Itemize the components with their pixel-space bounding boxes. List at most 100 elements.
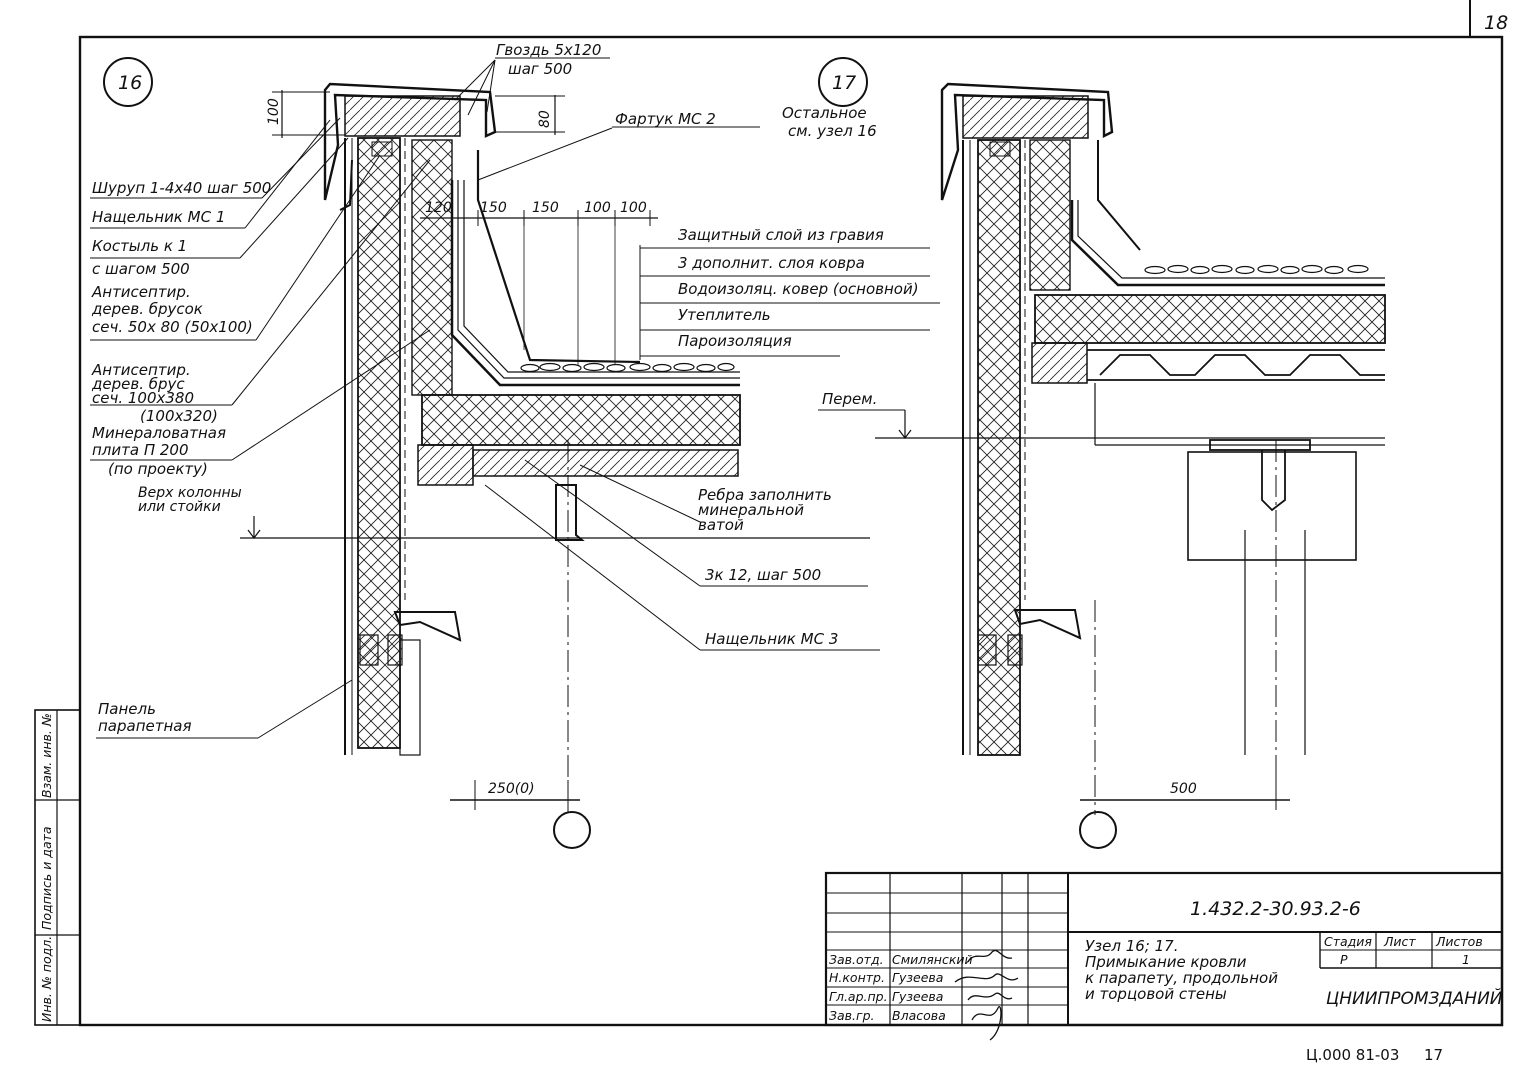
label-bar2-l1: Антисептир. [91,361,191,379]
node-17-number: 17 [832,72,856,94]
node-16: 16 [90,41,940,849]
label-bar2-l2: дерев. брус [91,375,185,393]
signature-2 [967,992,1013,1001]
label-batten3: Нащельник МС 3 [705,630,838,648]
label-panel-l2: парапетная [98,717,192,735]
axis-bubble-16 [553,811,591,849]
signature-0 [967,949,1013,963]
label-bar1-l3: сеч. 50х 80 (50х100) [92,318,253,336]
column-head-17 [1187,451,1357,561]
dim-80: 80 [537,110,553,128]
doc-desc-l3: к парапету, продольной [1085,969,1278,987]
roof-insulation-17 [1034,294,1386,344]
label-bar1-l2: дерев. брусок [91,300,203,318]
stage-value: Р [1340,952,1348,967]
side-cell-sign: Подпись и дата [39,826,54,930]
sheet-header: Лист [1383,934,1416,949]
signature-3 [971,1006,1002,1041]
dim-100-top: 100 [266,98,282,125]
node-16-number: 16 [118,72,142,94]
doc-desc-l4: и торцовой стены [1085,985,1227,1003]
label-apron: Фартук МС 2 [615,110,716,128]
label-bar2-l4: (100х320) [140,407,218,425]
name-0: Смилянский [892,952,973,967]
stage-header: Стадия [1324,934,1372,949]
mineral-wool-strip-17 [1029,139,1071,291]
label-mineral-l1: Минераловатная [92,424,226,442]
note-rest-l1: Остальное [782,104,867,122]
label-step3: 3к 12, шаг 500 [705,566,821,584]
roof-insulation [421,394,741,446]
label-screw: Шуруп 1-4х40 шаг 500 [92,179,271,197]
steel-beam [555,484,585,541]
layer-extra-carpet: 3 дополнит. слоя ковра [678,254,865,272]
doc-code: 1.432.2-30.93.2-6 [1190,898,1361,920]
role-2: Гл.ар.пр. [829,989,888,1004]
bottom-bracket [393,611,462,642]
axis-bubble-17 [1079,811,1117,849]
mineral-wool-strip [411,139,453,396]
lower-wall [399,639,421,756]
label-mineral-l2: плита П 200 [92,441,189,459]
sheets-value: 1 [1462,952,1470,967]
wooden-bar-lower-17 [1031,342,1088,384]
name-1: Гузеева [892,970,943,985]
label-panel-l1: Панель [98,700,156,718]
side-strip: Взам. инв. № Подпись и дата Инв. № подл. [34,709,81,1026]
side-cell-replace: Взам. инв. № [39,713,54,798]
title-block: 1.432.2-30.93.2-6 Узел 16; 17. Примыкани… [824,871,1504,1041]
label-batten1: Нащельник МС 1 [92,208,225,226]
sheet-corner-number: 18 [1484,12,1508,34]
label-nail: Гвоздь 5х120 [496,41,601,59]
cap-flashing [323,82,497,201]
sheet-frame [78,35,1504,1027]
layer-list: Защитный слой из гравия 3 дополнит. слоя… [639,226,940,360]
doc-desc-l1: Узел 16; 17. [1085,937,1178,955]
signature-1 [954,973,1019,983]
name-2: Гузеева [892,989,943,1004]
dim-120: 120 [425,200,452,216]
label-nail-step: шаг 500 [508,60,572,78]
label-ribs-l2: минеральной [698,501,804,519]
bottom-bracket-17 [1013,609,1082,640]
label-bar1-l1: Антисептир. [91,283,191,301]
label-crutch: Костыль к 1 [92,237,187,255]
note-rest-l2: см. узел 16 [788,122,877,140]
label-ribs-l1: Ребра заполнить [698,486,832,504]
layer-vapor: Пароизоляция [678,332,792,350]
dim-150-b: 150 [532,200,559,216]
profiled-deck-17 [1087,349,1385,381]
doc-desc-l2: Примыкание кровли [1085,953,1247,971]
label-column-l2: или стойки [138,499,221,515]
bottom-code: Ц.000 81-03 [1306,1046,1399,1064]
gravel-layer-17 [1144,264,1369,275]
dim-150-a: 150 [480,200,507,216]
steel-deck [472,449,739,477]
side-cell-inv: Инв. № подл. [39,936,54,1022]
label-ribs-l3: ватой [698,516,744,534]
dim-500: 500 [1170,781,1197,797]
bottom-page: 17 [1424,1046,1443,1064]
role-3: Зав.гр. [829,1008,875,1023]
cap-flashing-17 [940,82,1114,201]
dim-100-c: 100 [620,200,647,216]
label-crutch-step: с шагом 500 [92,260,190,278]
sheets-header: Листов [1435,934,1483,949]
gravel-layer [520,362,735,373]
node-16-marker [103,57,153,107]
layer-gravel: Защитный слой из гравия [678,226,884,244]
beam-cap-17 [1209,439,1311,451]
layer-insulation: Утеплитель [678,306,771,324]
label-mineral-l3: (по проекту) [108,460,208,478]
role-0: Зав.отд. [829,952,884,967]
node-17: 17 Остальное см. узел 16 [782,57,1386,849]
name-3: Власова [892,1008,946,1023]
dim-250: 250(0) [488,781,535,797]
steel-column-17 [1261,450,1286,512]
roof-carpet [476,150,641,364]
dim-100-b: 100 [584,200,611,216]
wooden-bar-lower [417,444,474,486]
wooden-bar-top [344,95,461,137]
